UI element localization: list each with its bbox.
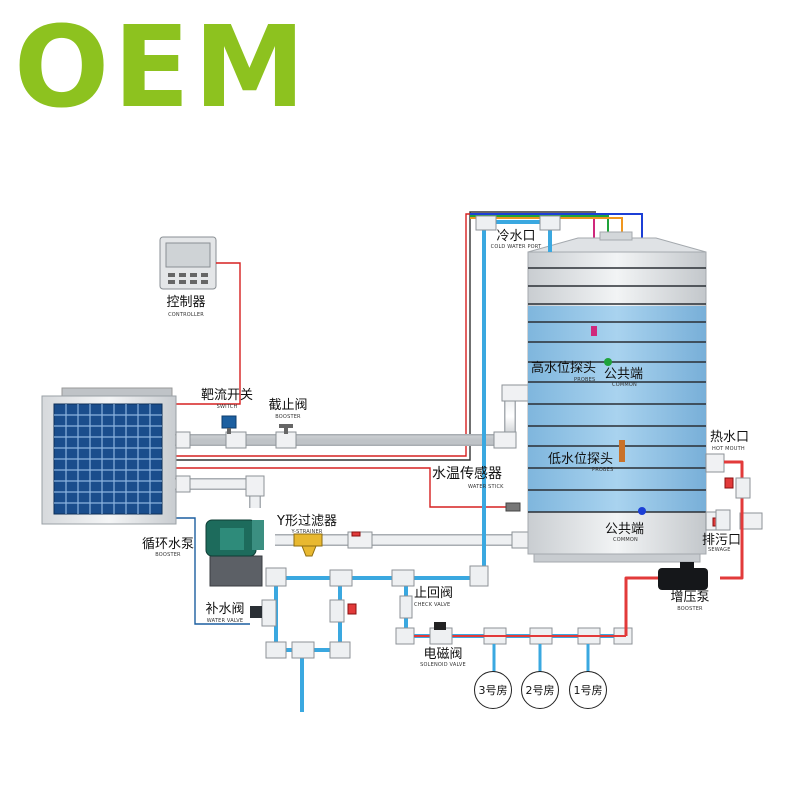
booster-pump-label: 增压泵 bbox=[670, 590, 710, 605]
room-1: 1号房 bbox=[569, 671, 607, 709]
booster-pump-device bbox=[658, 562, 708, 590]
y-strainer-device bbox=[293, 533, 323, 557]
sewage-label: 排污口 bbox=[702, 533, 742, 548]
stop-valve-label-en: BOOSTER bbox=[275, 414, 301, 420]
booster-pump-label-en: BOOSTER bbox=[677, 606, 703, 612]
circulation-pump bbox=[205, 519, 264, 587]
controller-label-en: CONTROLLER bbox=[168, 312, 204, 318]
makeup-valve-label: 补水阀 bbox=[205, 602, 245, 617]
hot-mouth-label: 热水口 bbox=[710, 430, 750, 445]
solenoid-label: 电磁阀 bbox=[423, 647, 463, 662]
common-bottom-label-en: COMMON bbox=[613, 537, 638, 543]
y-strainer-label-en: Y-STRAINER bbox=[291, 529, 323, 535]
makeup-valve-label-en: WATER VALVE bbox=[206, 618, 244, 624]
stop-valve-label: 截止阀 bbox=[268, 398, 308, 413]
room-2: 2号房 bbox=[521, 671, 559, 709]
sewage-label-en: SEWAGE bbox=[708, 547, 731, 553]
cold-water-fittings bbox=[265, 215, 633, 659]
temp-sensor-label-en: WATER STICK bbox=[468, 484, 504, 490]
temp-sensor-label: 水温传感器 bbox=[432, 466, 502, 482]
sensor-wire-dark bbox=[175, 211, 596, 461]
solenoid-device bbox=[429, 622, 453, 645]
check-valve-label-en: CHECK VALVE bbox=[414, 602, 451, 608]
room-3: 3号房 bbox=[474, 671, 512, 709]
common-top-label-en: COMMON bbox=[612, 382, 637, 388]
controller-wire bbox=[175, 262, 241, 405]
cold-water-port-label-en: COLD WATER PORT bbox=[490, 244, 542, 250]
low-probe-label-en: PROBES bbox=[592, 467, 614, 473]
common-top-label: 公共端 bbox=[604, 367, 644, 382]
circulation-pump-label-en: BOOSTER bbox=[155, 552, 181, 558]
sewage-fitting bbox=[715, 509, 731, 531]
switch-label-en: SWITCH bbox=[216, 404, 238, 410]
switch-device bbox=[221, 415, 237, 434]
check-valve-label: 止回阀 bbox=[414, 586, 454, 601]
temp-sensor-probe bbox=[505, 502, 521, 512]
side-valve bbox=[329, 599, 345, 623]
circulation-pump-label: 循环水泵 bbox=[141, 537, 195, 552]
hot-outlet-valve bbox=[735, 477, 751, 499]
makeup-valve-device bbox=[250, 599, 277, 627]
switch-label: 靶流开关 bbox=[200, 388, 254, 403]
controller-device bbox=[159, 236, 217, 290]
brand-logo: OEM bbox=[14, 3, 310, 133]
controller-label: 控制器 bbox=[166, 295, 206, 310]
check-valve-device bbox=[399, 595, 413, 619]
pump-wire bbox=[175, 517, 250, 625]
temp-sensor-wire bbox=[175, 467, 516, 508]
water-tank bbox=[527, 231, 763, 563]
high-probe-label: 高水位探头 bbox=[531, 361, 597, 376]
stop-valve-device bbox=[279, 424, 293, 434]
heat-pump-unit bbox=[41, 387, 177, 525]
pipe-fittings bbox=[175, 384, 529, 549]
high-probe-label-en: PROBES bbox=[574, 377, 596, 383]
cold-water-port-label: 冷水口 bbox=[496, 229, 536, 244]
y-strainer-label: Y形过滤器 bbox=[277, 514, 337, 529]
hot-mouth-label-en: HOT MOUTH bbox=[712, 446, 745, 452]
low-probe-label: 低水位探头 bbox=[548, 452, 614, 467]
common-bottom-label: 公共端 bbox=[605, 522, 645, 537]
solenoid-label-en: SOLENOID VALVE bbox=[420, 662, 466, 668]
